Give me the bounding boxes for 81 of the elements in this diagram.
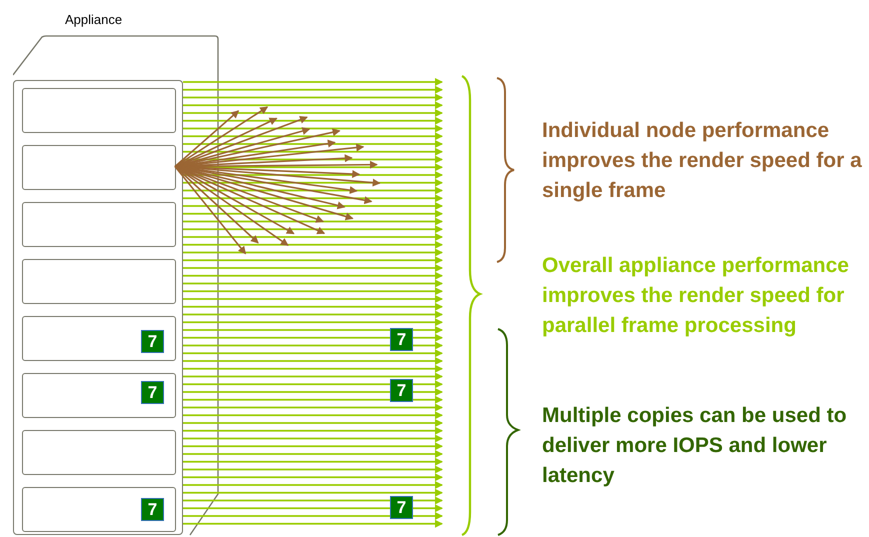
- arrow: [183, 78, 443, 86]
- arrow: [183, 109, 443, 117]
- number-badge: 7: [141, 381, 164, 404]
- arrow: [183, 326, 443, 334]
- arrow: [183, 287, 443, 296]
- arrow: [174, 110, 240, 168]
- arrow: [183, 280, 443, 288]
- arrow: [183, 240, 443, 249]
- arrow: [183, 388, 443, 396]
- arrow: [183, 256, 443, 264]
- server-slot: [22, 88, 176, 133]
- arrow: [183, 310, 443, 318]
- number-badge: 7: [390, 379, 413, 402]
- arrow: [174, 106, 268, 168]
- arrow: [174, 166, 246, 254]
- arrow: [183, 94, 443, 102]
- arrow: [183, 496, 443, 504]
- appliance-title: Appliance: [65, 11, 122, 29]
- number-badge: 7: [390, 496, 413, 519]
- arrow: [183, 132, 443, 140]
- server-slot: [22, 202, 176, 247]
- server-slot: [22, 373, 176, 418]
- arrow: [183, 186, 443, 194]
- server-slot: [22, 487, 176, 532]
- number-badge: 7: [141, 330, 164, 353]
- arrow: [183, 473, 443, 482]
- arrow: [183, 116, 443, 125]
- arrow: [183, 225, 443, 234]
- arrow: [183, 411, 443, 420]
- arrow: [174, 116, 308, 168]
- arrow: [183, 171, 443, 179]
- arrow: [183, 466, 443, 474]
- arrow: [183, 488, 443, 497]
- arrow: [183, 295, 443, 303]
- arrow: [183, 148, 443, 156]
- arrow: [183, 372, 443, 380]
- arrow: [183, 194, 443, 202]
- arrow: [183, 202, 443, 210]
- arrow: [183, 233, 443, 241]
- note-text: Individual node performance improves the render speed for a single frame: [542, 118, 862, 204]
- arrow: [183, 272, 443, 280]
- number-badge: 7: [390, 328, 413, 351]
- arrow: [183, 264, 443, 272]
- note-text: Overall appliance performance improves the render speed for parallel frame processing: [542, 253, 850, 339]
- arrow: [183, 86, 443, 94]
- arrow: [183, 210, 443, 218]
- arrow: [183, 404, 443, 412]
- arrow: [174, 118, 278, 168]
- note-text: Multiple copies can be used to deliver more IOPS and lower latency: [542, 403, 848, 489]
- arrow: [183, 342, 443, 350]
- arrow: [183, 434, 443, 442]
- arrow: [183, 504, 443, 512]
- arrow: [183, 218, 443, 226]
- arrow: [174, 166, 259, 244]
- arrow: [183, 140, 443, 148]
- arrow: [183, 101, 443, 110]
- arrow: [183, 520, 443, 528]
- arrow: [183, 512, 443, 520]
- arrow: [183, 248, 443, 256]
- server-slot: [22, 430, 176, 475]
- arrow: [183, 426, 443, 435]
- arrow: [183, 334, 443, 342]
- arrow: [183, 156, 443, 164]
- number-badge: 7: [141, 498, 164, 521]
- arrow: [183, 357, 443, 365]
- arrow: [183, 380, 443, 388]
- arrow: [183, 364, 443, 373]
- arrow: [183, 178, 443, 187]
- arrow: [183, 458, 443, 466]
- arrow: [183, 396, 443, 404]
- arrow: [183, 318, 443, 326]
- arrow: [183, 419, 443, 427]
- server-slot: [22, 145, 176, 190]
- arrow: [183, 349, 443, 358]
- arrow: [183, 450, 443, 458]
- arrow: [183, 442, 443, 450]
- server-slot: [22, 259, 176, 304]
- arrow: [183, 481, 443, 489]
- server-slot: [22, 316, 176, 361]
- arrow: [183, 302, 443, 311]
- arrow: [183, 124, 443, 132]
